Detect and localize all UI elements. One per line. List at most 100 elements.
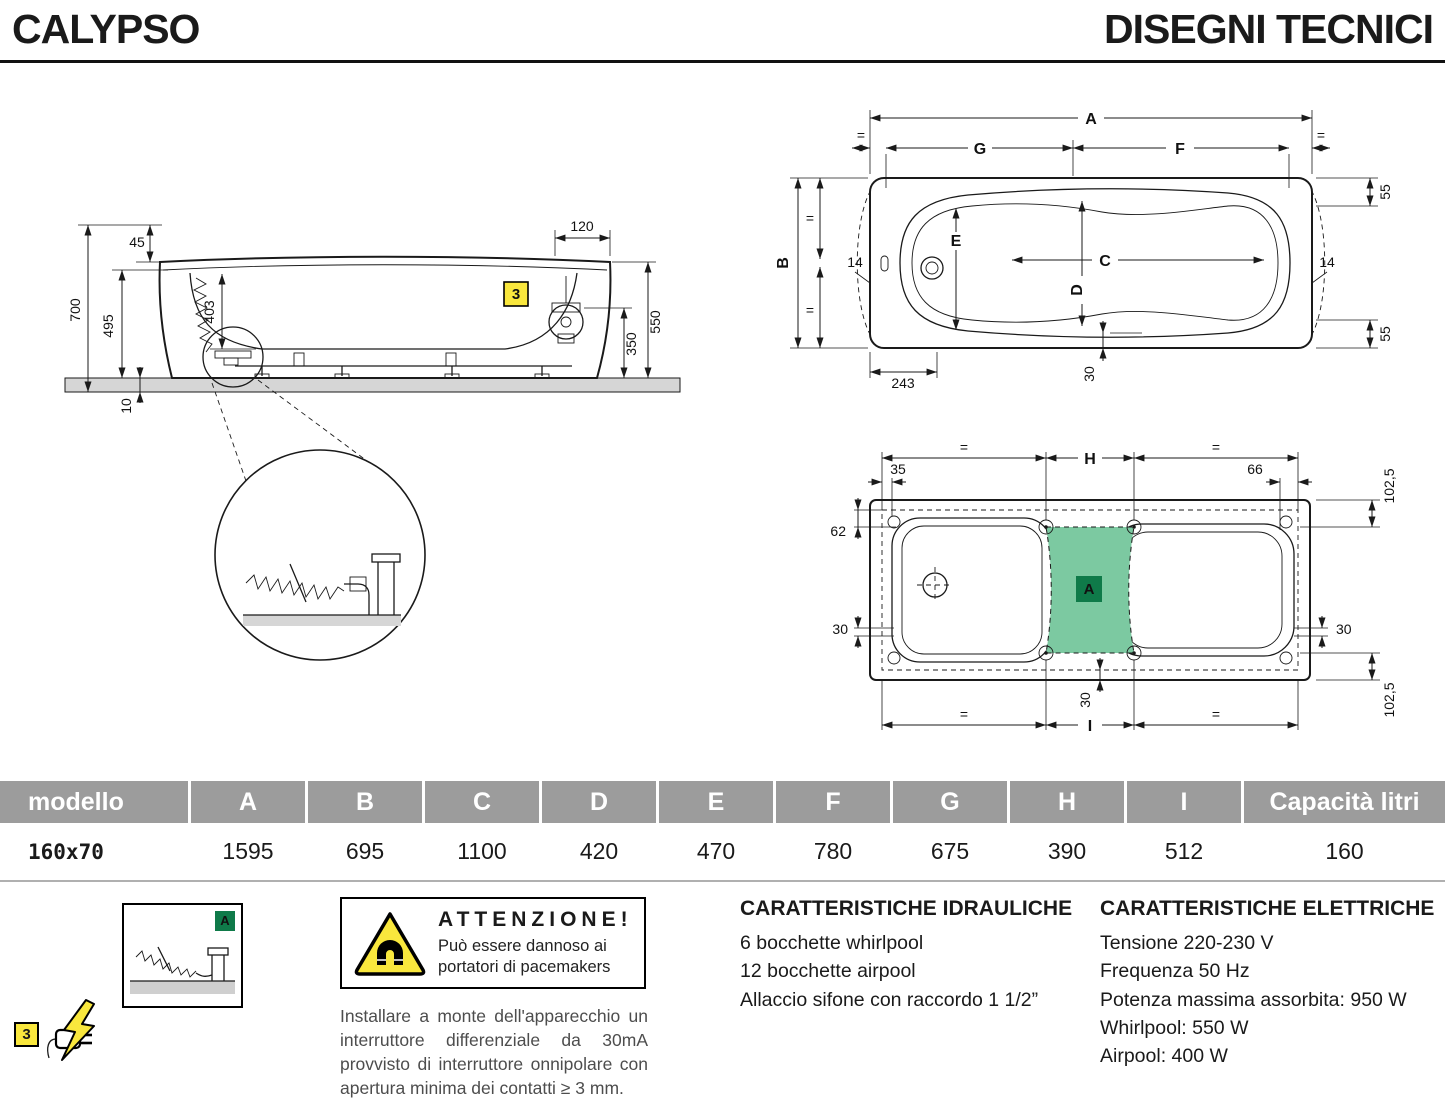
siphon-legend-drawing: A: [130, 911, 235, 994]
floor-slab: [64, 377, 681, 393]
dim-350-label: 350: [623, 332, 639, 356]
dim-45-label: 45: [129, 234, 145, 250]
table-header-G: G: [893, 781, 1007, 823]
tub-rim-line: [162, 264, 608, 271]
page-subtitle: DISEGNI TECNICI: [1104, 6, 1434, 52]
electric-item: Potenza massima assorbita: 950 W: [1100, 988, 1407, 1011]
cell-capacita: 160: [1325, 838, 1364, 864]
tub-basin-profile: [189, 272, 578, 350]
hydraulic-title: CARATTERISTICHE IDRAULICHE: [740, 897, 1073, 920]
equal-mark: =: [960, 439, 968, 455]
overflow-hose: [192, 277, 213, 353]
attention-text: ATTENZIONE! Può essere dannoso ai portat…: [438, 908, 633, 977]
dim-I-label: I: [1088, 718, 1092, 735]
frame-strut: [445, 352, 457, 367]
table-header-D: D: [542, 781, 656, 823]
table-header-H: H: [1010, 781, 1124, 823]
cell-D: 420: [579, 838, 619, 864]
plan-views-drawing: A G F = = B = = 14: [775, 110, 1397, 735]
equal-mark: =: [1317, 127, 1325, 143]
dim-30-bottom-label: 30: [1077, 692, 1093, 708]
legend-A-badge: [215, 911, 235, 931]
dimensions-table: modello A B C D E F G H I Capacità litri…: [0, 781, 1445, 882]
dim-120-label: 120: [570, 218, 594, 234]
overflow-slot: [880, 255, 889, 272]
callout-line: [211, 382, 247, 482]
equal-mark: =: [960, 706, 968, 722]
basin-contour-outer: [899, 188, 1291, 338]
cell-H: 390: [1047, 838, 1087, 864]
side-view-outline: 3: [64, 255, 681, 482]
table-header-modello: modello: [0, 781, 188, 823]
dim-66-label: 66: [1247, 461, 1263, 477]
dim-B-label: B: [775, 257, 792, 269]
bottom-view-outline: A: [869, 499, 1311, 681]
cell-E: 470: [696, 838, 736, 864]
attention-box: ATTENZIONE! Può essere dannoso ai portat…: [340, 897, 646, 989]
table-header-B: B: [308, 781, 422, 823]
dim-102-5-top-label: 102,5: [1381, 468, 1397, 503]
tub-outer-profile: [158, 255, 612, 379]
magnet-warning-icon: [342, 909, 438, 977]
electric-item: Tensione 220-230 V: [1100, 932, 1274, 954]
legend-3-badge-label: 3: [22, 1026, 31, 1043]
callout-line: [257, 379, 395, 482]
label-C: C: [1099, 253, 1111, 270]
cell-C: 1100: [457, 838, 507, 864]
dim-30-left-label: 30: [832, 621, 848, 637]
hydraulic-item: Allaccio sifone con raccordo 1 1/2”: [740, 988, 1039, 1011]
equal-mark: =: [857, 127, 865, 143]
side-view-drawing: 3 700 45 495 403 10: [64, 218, 681, 661]
side-view-dimensions: 700 45 495 403 10 120 55: [67, 218, 663, 414]
break-mark: [157, 946, 171, 972]
table-header-capacita: Capacità litri: [1244, 781, 1445, 823]
hydraulic-item: 12 bocchette airpool: [740, 960, 916, 983]
dim-403-label: 403: [201, 300, 217, 324]
installation-note: Installare a monte dell'apparecchio un i…: [340, 1006, 648, 1099]
attention-line2: portatori di pacemakers: [438, 958, 611, 976]
label-D: D: [1069, 284, 1086, 296]
dim-30-right-label: 30: [1336, 621, 1352, 637]
attention-title: ATTENZIONE!: [438, 908, 633, 932]
hydraulic-characteristics: CARATTERISTICHE IDRAULICHE 6 bocchette w…: [740, 897, 1085, 1014]
top-view-dimensions: A G F = = B = = 14: [775, 110, 1393, 391]
page-title: CALYPSO: [12, 6, 200, 52]
tub-rim-plan: [869, 177, 1313, 349]
break-mark: [289, 563, 307, 603]
drain-plan: [920, 256, 944, 280]
table-header-F: F: [776, 781, 890, 823]
equal-mark: =: [806, 302, 814, 318]
dim-55-top-label: 55: [1377, 184, 1393, 200]
top-view-outline: [856, 177, 1326, 349]
electric-item: Airpool: 400 W: [1100, 1045, 1228, 1068]
equal-mark: =: [1212, 439, 1220, 455]
dim-F-label: F: [1175, 141, 1185, 158]
drain-detail-callout: [214, 449, 426, 661]
hydraulic-item: 6 bocchette whirlpool: [740, 932, 924, 954]
electric-title: CARATTERISTICHE ELETTRICHE: [1100, 897, 1435, 920]
electrical-plug-icon: [47, 999, 95, 1061]
header-divider: [0, 60, 1445, 63]
adjustable-feet: [254, 366, 550, 379]
dim-62-label: 62: [830, 523, 846, 539]
siphon-legend-box: A: [122, 903, 243, 1008]
basin-contour-inner: [911, 203, 1279, 323]
dim-G-label: G: [974, 141, 986, 158]
cell-B: 695: [345, 838, 385, 864]
dim-243-label: 243: [891, 375, 915, 391]
electric-characteristics: CARATTERISTICHE ELETTRICHE Tensione 220-…: [1100, 897, 1445, 1070]
bottom-view-dimensions: H = = 35 66 102,5 102,5: [830, 439, 1397, 735]
cell-A: 1595: [222, 838, 274, 864]
table-header-A: A: [191, 781, 305, 823]
electric-item: Frequenza 50 Hz: [1100, 960, 1250, 983]
label-E: E: [951, 233, 962, 250]
drain-assembly: [202, 326, 264, 388]
dim-30-label: 30: [1081, 366, 1097, 382]
dim-55-bottom-label: 55: [1377, 326, 1393, 342]
cell-I: 512: [1164, 838, 1204, 864]
electric-item: Whirlpool: 550 W: [1100, 1016, 1249, 1039]
dim-14-left-label: 14: [847, 254, 863, 270]
area-A-badge-label: A: [1084, 581, 1095, 598]
attention-line1: Può essere dannoso ai: [438, 937, 607, 956]
